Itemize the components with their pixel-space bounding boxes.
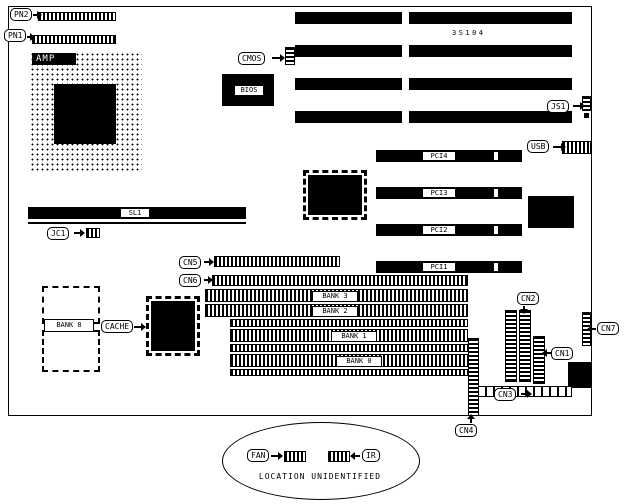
ir-arrow <box>350 452 360 460</box>
bios-chip-label: BIOS <box>234 85 264 96</box>
fan-connector <box>284 451 306 462</box>
location-unidentified-note: LOCATION UNIDENTIFIED <box>258 472 382 481</box>
cn6-arrow <box>204 276 213 284</box>
simm-bank-0-label: BANK 0 <box>336 356 382 367</box>
pci-slot-2-label: PCI2 <box>422 225 456 235</box>
sl1-slot-label: SL1 <box>120 208 150 218</box>
cn2-connector-b <box>519 310 531 382</box>
cn1-connector <box>533 336 545 384</box>
js1-jumper <box>584 113 589 118</box>
keyboard-port <box>568 362 592 388</box>
callout-cn2: CN2 <box>517 292 540 305</box>
cache-controller-die <box>151 301 195 351</box>
isa-slot-3-right <box>409 78 572 90</box>
cache-controller-qfp <box>146 296 200 356</box>
pci-slot-2-notch <box>494 226 498 234</box>
isa-slot-3-left <box>295 78 402 90</box>
isa-slot-2-right <box>409 45 572 57</box>
simm-bank-3-label: BANK 3 <box>312 291 358 302</box>
cache-bank-label: BANK 0 <box>44 319 94 332</box>
simm-bank-1: BANK 1 <box>230 329 468 342</box>
sl1-slot: SL1 <box>28 207 246 219</box>
simm-bank-1-label: BANK 1 <box>331 331 377 342</box>
cn2-connector-a <box>505 310 517 382</box>
pci-slot-1-notch <box>494 263 498 271</box>
callout-ir: IR <box>362 449 380 462</box>
cn3-arrow <box>521 390 532 398</box>
cpu-die <box>54 84 116 144</box>
cn5-connector <box>214 256 340 267</box>
callout-cn1: CN1 <box>551 347 574 360</box>
callout-usb: USB <box>527 140 550 153</box>
cn6-connector <box>212 275 468 286</box>
pci-slot-4-label: PCI4 <box>422 151 456 161</box>
simm-socket-bar-3 <box>230 369 468 376</box>
usb-connector <box>562 141 591 154</box>
jc1-arrow <box>74 229 85 237</box>
pci-slot-2: PCI2 <box>376 224 522 236</box>
pci-slot-3-notch <box>494 189 498 197</box>
simm-bank-3: BANK 3 <box>205 289 468 302</box>
callout-jc1: JC1 <box>47 227 70 240</box>
pci-slot-3: PCI3 <box>376 187 522 199</box>
sl1-slot-line <box>28 222 246 224</box>
pci-slot-3-label: PCI3 <box>422 188 456 198</box>
cn4-arrow <box>467 414 475 423</box>
ir-connector <box>328 451 350 462</box>
chipset-qfp <box>303 170 367 220</box>
jc1-connector <box>86 228 100 238</box>
simm-bank-2-label: BANK 2 <box>312 306 358 317</box>
pn2-header-connector <box>38 12 116 21</box>
usb-arrow <box>553 143 566 151</box>
callout-cmos: CMOS <box>238 52 266 65</box>
callout-cn3: CN3 <box>494 388 517 401</box>
callout-cache: CACHE <box>101 320 134 333</box>
callout-fan: FAN <box>247 449 270 462</box>
simm-socket-bar-1 <box>230 319 468 327</box>
callout-cn7: CN7 <box>597 322 620 335</box>
cn5-arrow <box>204 258 214 266</box>
cache-arrow <box>134 323 146 331</box>
pci-slot-4-notch <box>494 152 498 160</box>
callout-cn4: CN4 <box>455 424 478 437</box>
callout-cn6: CN6 <box>179 274 202 287</box>
cn2-arrow <box>520 306 528 314</box>
simm-socket-bar-2 <box>230 344 468 352</box>
callout-pn1: PN1 <box>4 29 27 42</box>
simm-bank-0: BANK 0 <box>230 354 468 367</box>
isa-slot-1-right <box>409 12 572 24</box>
callout-js1: JS1 <box>547 100 570 113</box>
isa-slot-4-left <box>295 111 402 123</box>
cn7-arrow <box>587 325 596 333</box>
pci-slot-4: PCI4 <box>376 150 522 162</box>
callout-pn2: PN2 <box>10 8 33 21</box>
fan-arrow <box>271 452 283 460</box>
callout-cn5: CN5 <box>179 256 202 269</box>
cn1-arrow <box>542 349 551 357</box>
simm-bank-2: BANK 2 <box>205 304 468 317</box>
board-outline <box>8 6 592 416</box>
pci-slot-1: PCI1 <box>376 261 522 273</box>
cache-sram-chip-2 <box>42 330 100 372</box>
io-controller-chip <box>528 196 574 228</box>
isa-slot-1-left <box>295 12 402 24</box>
cmos-arrow <box>272 54 285 62</box>
cmos-battery-connector <box>285 47 295 65</box>
chipset-qfp-die <box>308 175 362 215</box>
cn3-jumper-block <box>478 386 572 397</box>
cpu-socket-label: AMP <box>32 53 76 65</box>
pci-slot-1-label: PCI1 <box>422 262 456 272</box>
pn1-header-connector <box>32 35 116 44</box>
isa-slot-2-left <box>295 45 402 57</box>
isa-slot-4-right <box>409 111 572 123</box>
cn4-connector <box>468 338 479 416</box>
board-part-number: 3S104 <box>452 29 486 37</box>
pn2-arrow <box>33 11 42 19</box>
js1-arrow <box>573 102 585 110</box>
pn1-arrow <box>27 33 35 41</box>
bios-chip: BIOS <box>222 74 274 106</box>
